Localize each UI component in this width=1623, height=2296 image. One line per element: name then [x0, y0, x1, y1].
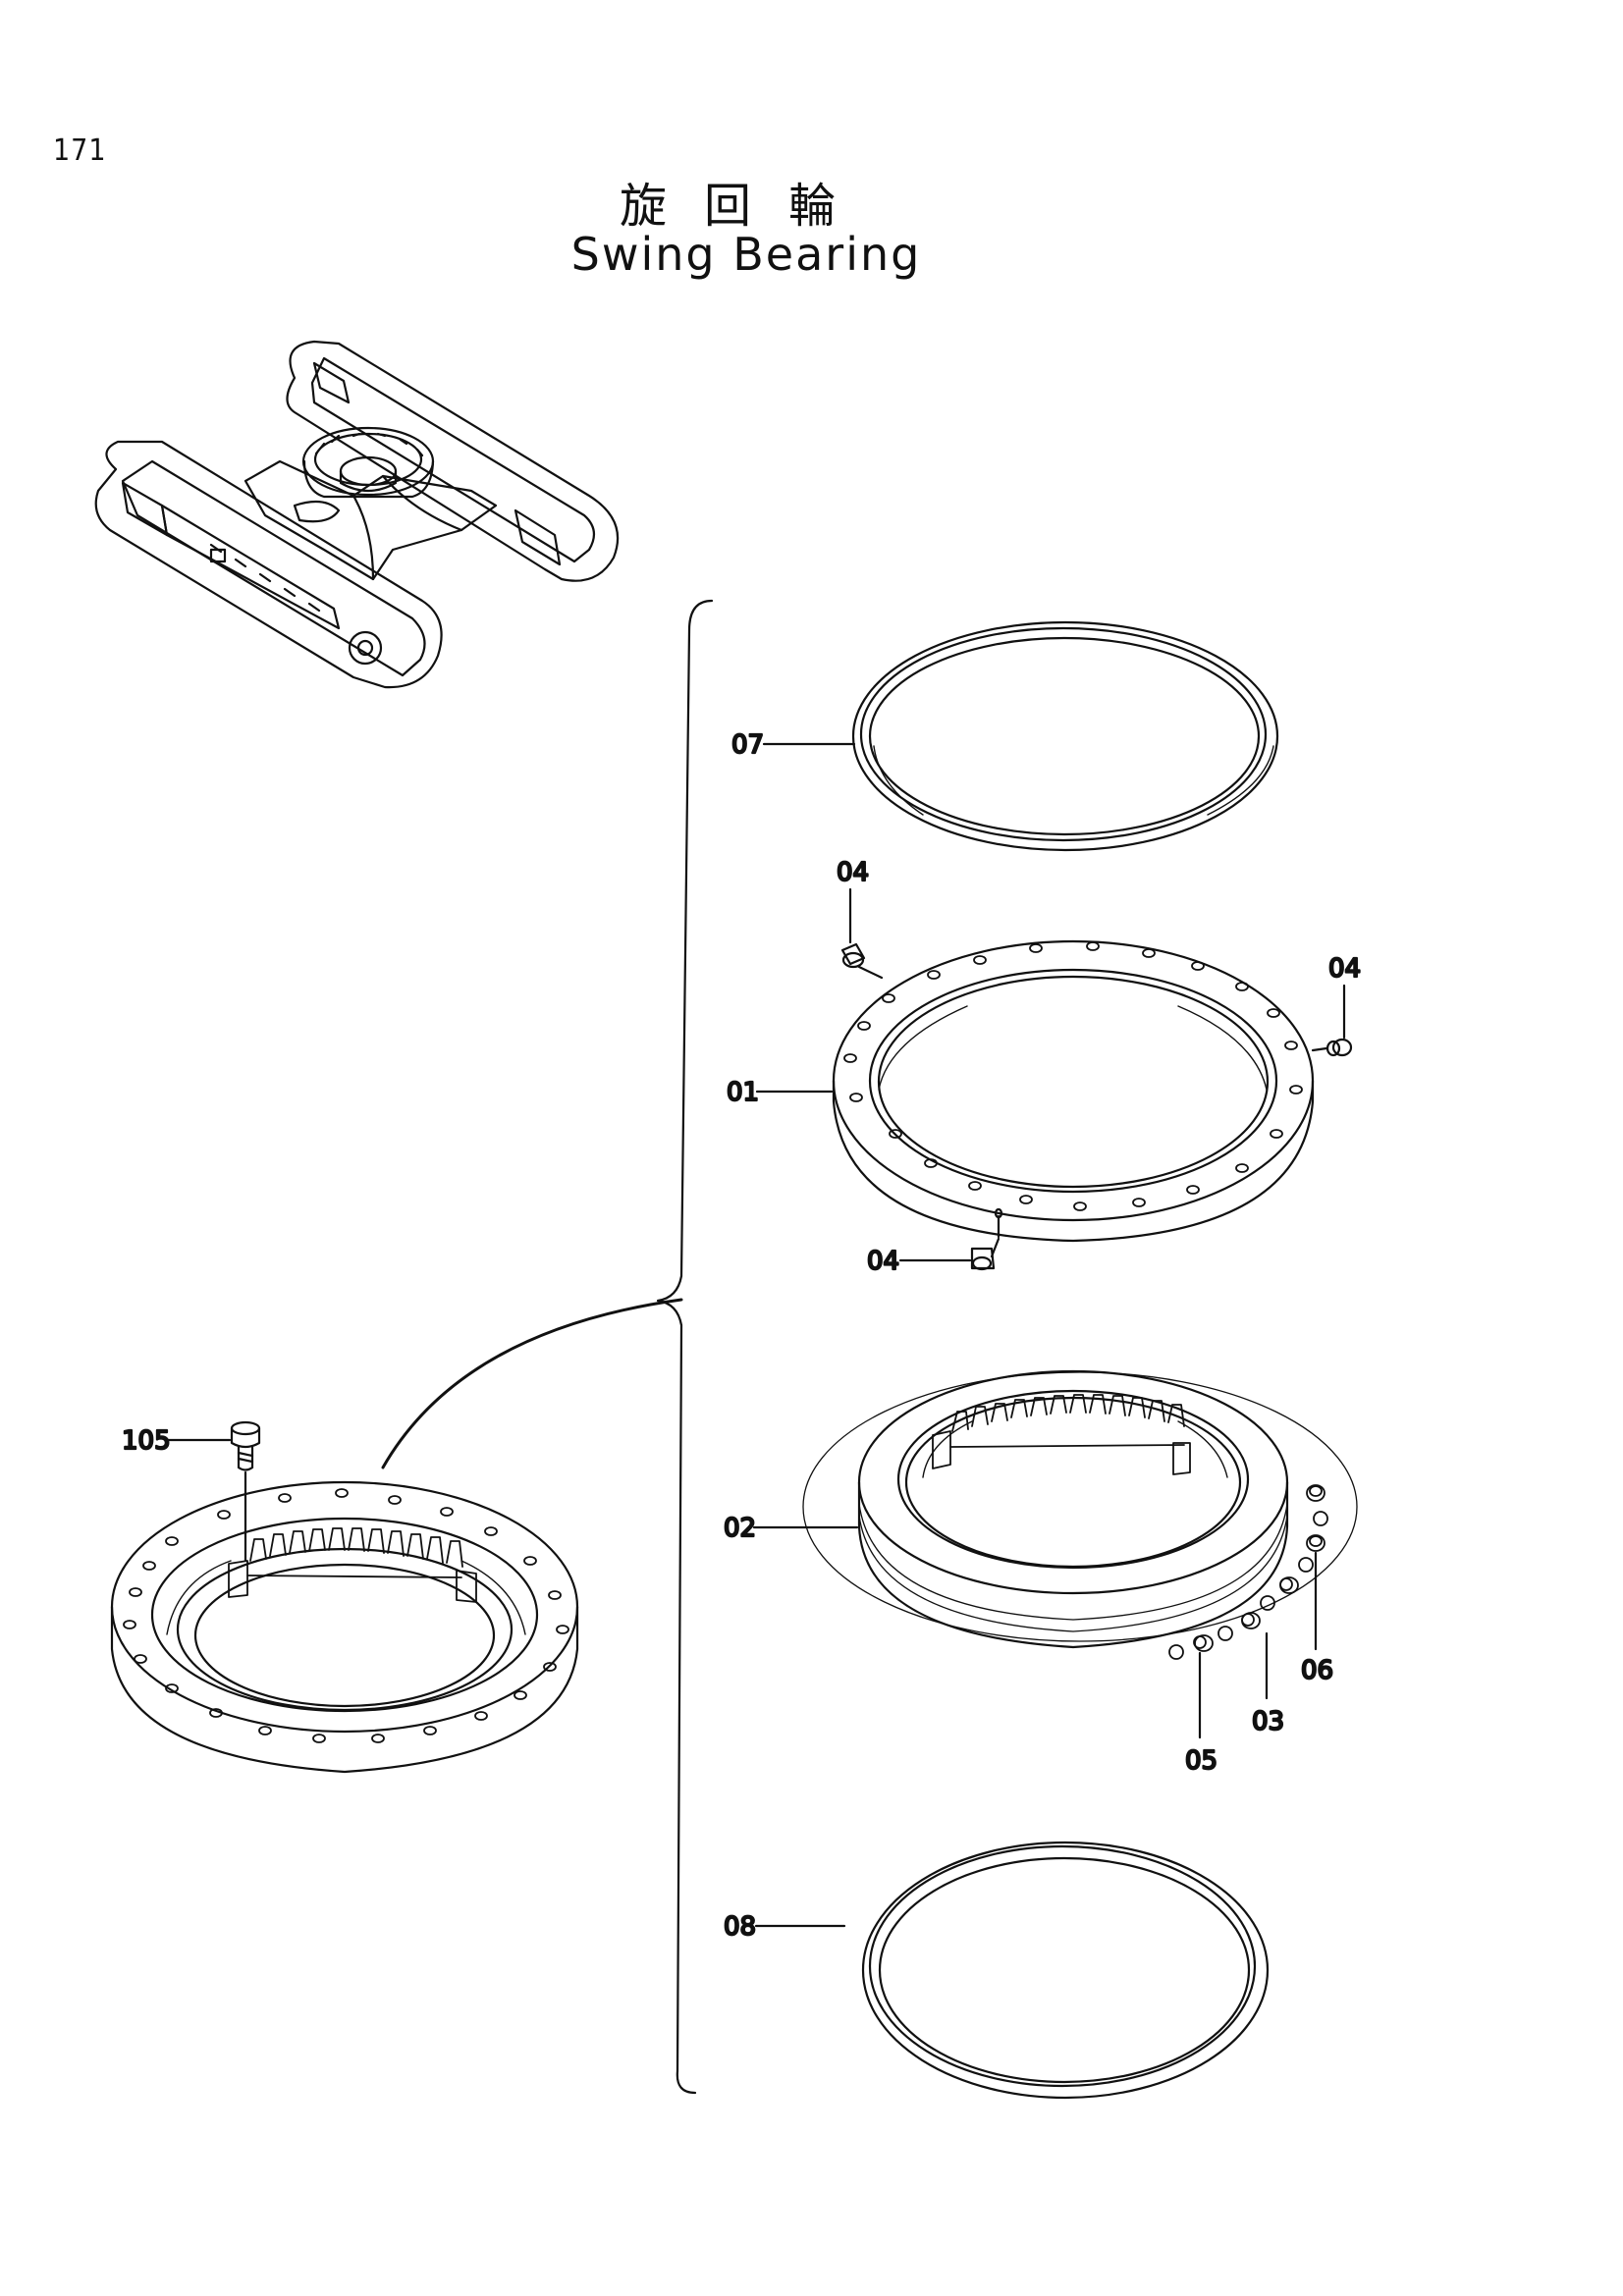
part-08-seal	[861, 1841, 1270, 2100]
title-english: Swing Bearing	[570, 228, 922, 281]
callout-06: 06	[1301, 1656, 1333, 1685]
part-105-bolt	[230, 1420, 261, 1471]
callout-02: 02	[724, 1514, 756, 1543]
undercarriage-overview-illustration	[94, 340, 620, 689]
part-04-grease-fitting-top	[840, 942, 884, 980]
callout-04-right: 04	[1328, 954, 1361, 984]
part-07-seal	[851, 620, 1279, 852]
title-japanese: 旋回輪	[619, 179, 873, 234]
assembly-bracket	[656, 599, 714, 2095]
assembly-link-curve	[381, 1298, 683, 1469]
callout-08: 08	[724, 1912, 756, 1942]
callout-05: 05	[1185, 1746, 1217, 1776]
part-02-gear-teeth	[932, 1394, 1191, 1475]
callout-04-bottom: 04	[867, 1247, 899, 1276]
assembled-swing-bearing	[110, 1480, 579, 1774]
callout-01: 01	[727, 1078, 759, 1107]
page-number: 171	[53, 133, 107, 168]
assembled-bearing-gear-teeth	[228, 1527, 477, 1603]
assembled-bearing-bolt-holes	[123, 1488, 569, 1743]
callout-07: 07	[731, 730, 764, 760]
callout-04-top: 04	[837, 858, 869, 887]
part-04-grease-fitting-bottom	[970, 1207, 1003, 1271]
callout-105: 105	[122, 1426, 171, 1456]
part-03-05-06-balls-spacers	[1168, 1484, 1328, 1660]
part-04-grease-fitting-right	[1311, 1038, 1353, 1057]
callout-03: 03	[1252, 1707, 1284, 1736]
part-01-outer-race	[832, 939, 1315, 1243]
part-01-bolt-holes	[843, 941, 1303, 1211]
